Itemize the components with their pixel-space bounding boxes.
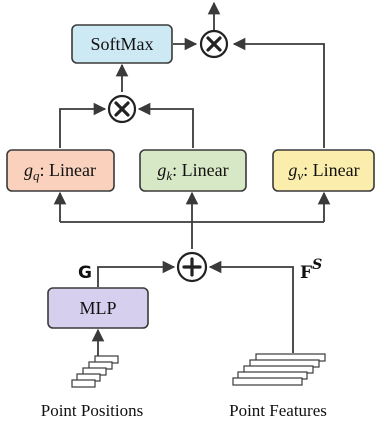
gk-func: g (157, 160, 166, 180)
point-positions-stack-icon (71, 355, 119, 388)
softmax-label: SoftMax (91, 34, 154, 54)
edge-features-to-add (208, 260, 294, 353)
gq-func: g (24, 160, 33, 180)
gq-sub: q (33, 168, 40, 183)
edge-gv-to-multiply (232, 37, 325, 148)
edge-gk-to-multiply (137, 102, 194, 148)
point-features-stack-icon (232, 353, 326, 386)
gk-label: gk: Linear (157, 160, 228, 183)
fs-base: F (300, 263, 312, 283)
fs-sup: S (312, 257, 322, 273)
mlp-box-rect (47, 287, 149, 329)
gq-suffix: : Linear (40, 160, 96, 180)
multiply-mid-icon (107, 94, 137, 124)
fs-edge-label: FS (300, 257, 322, 283)
gv-box-rect (272, 149, 375, 192)
gv-func: g (288, 160, 297, 180)
gk-sub: k (166, 168, 172, 183)
gv-linear-box: gv: Linear (272, 149, 375, 192)
gv-label: gv: Linear (288, 160, 359, 183)
mlp-box: MLP (47, 287, 149, 329)
add-icon (176, 251, 208, 283)
gk-suffix: : Linear (172, 160, 228, 180)
gv-suffix: : Linear (303, 160, 359, 180)
point-features-caption: Point Features (229, 401, 327, 420)
g-edge-label: G (78, 263, 92, 283)
gq-linear-box: gq: Linear (6, 149, 115, 192)
mlp-label: MLP (79, 298, 116, 318)
edge-mlp-to-add (97, 260, 176, 287)
softmax-box-rect (71, 24, 173, 64)
gk-box-rect (139, 149, 247, 192)
gv-sub: v (297, 168, 303, 183)
edge-gq-to-multiply (59, 102, 107, 148)
gq-box-rect (6, 149, 115, 192)
softmax-box: SoftMax (71, 24, 173, 64)
gq-label: gq: Linear (24, 160, 96, 183)
gk-linear-box: gk: Linear (139, 149, 247, 192)
multiply-top-icon (199, 29, 229, 59)
edges (53, 1, 331, 356)
point-positions-caption: Point Positions (41, 401, 144, 420)
